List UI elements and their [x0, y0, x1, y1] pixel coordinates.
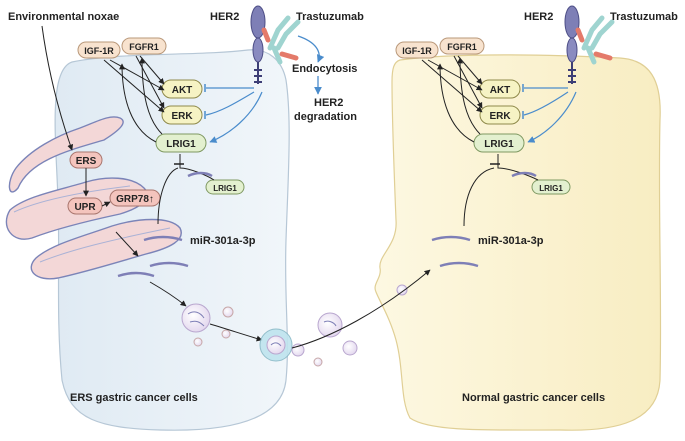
upr-pill: UPR	[67, 197, 103, 215]
fusing-exosome	[259, 328, 293, 362]
endocytosis-arrow	[297, 35, 325, 63]
mirna-inhibits-lrig1-right	[463, 167, 495, 227]
lrig1-pill-right: LRIG1	[473, 133, 525, 153]
igf1r-pill-right: IGF-1R	[395, 41, 439, 59]
mrna-strand-right	[511, 171, 537, 178]
lrig1-translation-line-left	[179, 154, 215, 181]
exosome-small	[193, 337, 203, 347]
svg-text:ERK: ERK	[171, 111, 193, 122]
vesicle-to-membrane-arrow	[209, 323, 263, 342]
mirna-label-left: miR-301a-3p	[190, 235, 256, 247]
fgfr1-pill-left: FGFR1	[121, 37, 167, 55]
svg-text:ERS: ERS	[76, 156, 97, 167]
uptake-arrow	[291, 269, 431, 349]
svg-text:AKT: AKT	[172, 85, 193, 96]
lrig1-pill-left: LRIG1	[155, 133, 207, 153]
svg-text:FGFR1: FGFR1	[129, 42, 159, 52]
noxae-arrow	[41, 25, 74, 151]
svg-text:LRIG1: LRIG1	[213, 184, 237, 193]
igf1r-to-akt-arrow-right	[427, 59, 483, 91]
svg-text:IGF-1R: IGF-1R	[84, 46, 114, 56]
right-cell-body	[374, 54, 662, 431]
mirna-to-vesicle-arrow	[149, 281, 187, 307]
svg-text:LRIG1: LRIG1	[484, 139, 514, 150]
trastuzumab-label-right: Trastuzumab	[610, 11, 678, 23]
er-inner-line	[13, 185, 131, 213]
her2-degradation-label-2: degradation	[294, 111, 357, 123]
upr-to-grp78-arrow	[101, 201, 111, 208]
igf1r-to-erk-arrow	[103, 59, 165, 113]
lrig1-small-left: LRIG1	[205, 179, 245, 195]
her2-label-right: HER2	[524, 11, 553, 23]
lrig1-translation-line-right	[497, 154, 539, 181]
svg-text:UPR: UPR	[74, 202, 96, 213]
mirna-inhibits-lrig1-left	[157, 167, 179, 225]
erk-pill-left: ERK	[161, 105, 203, 125]
svg-text:FGFR1: FGFR1	[447, 42, 477, 52]
svg-text:ERK: ERK	[489, 111, 511, 122]
caption-right: Normal gastric cancer cells	[462, 392, 605, 404]
svg-text:IGF-1R: IGF-1R	[402, 46, 432, 56]
svg-text:AKT: AKT	[490, 85, 511, 96]
akt-pill-left: AKT	[161, 79, 203, 99]
lrig1-to-fgfr1-arrow	[139, 57, 163, 135]
her2-degradation-label-1: HER2	[314, 97, 343, 109]
lrig1-to-igf1r-arrow-right	[437, 63, 475, 143]
er-to-mirna-arrow	[115, 231, 139, 257]
grp78-pill: GRP78↑	[109, 189, 161, 207]
her2-label-left: HER2	[210, 11, 239, 23]
her2-to-lrig1-right	[527, 91, 577, 143]
trastuzumab-antibody-left	[261, 15, 301, 65]
ers-pill: ERS	[69, 151, 103, 169]
exosome-small	[221, 329, 231, 339]
her2-inhibits-erk-left	[205, 91, 255, 116]
igf1r-to-erk-arrow-right	[421, 59, 483, 113]
svg-text:LRIG1: LRIG1	[166, 139, 196, 150]
er-inner-line	[39, 227, 171, 263]
erk-pill-right: ERK	[479, 105, 521, 125]
lrig1-small-right: LRIG1	[531, 179, 571, 195]
caption-left: ERS gastric cancer cells	[70, 392, 198, 404]
environmental-noxae-label: Environmental noxae	[8, 11, 119, 23]
endocytosis-label: Endocytosis	[292, 63, 357, 75]
trastuzumab-antibody-right	[575, 15, 615, 65]
mirna-label-right: miR-301a-3p	[478, 235, 544, 247]
her2-inhibits-erk-right	[523, 91, 569, 116]
fgfr1-pill-right: FGFR1	[439, 37, 485, 55]
igf1r-to-akt-arrow	[109, 59, 165, 91]
svg-text:GRP78↑: GRP78↑	[116, 194, 154, 205]
exosome-small	[222, 306, 234, 318]
mirna-strands-left	[117, 235, 189, 278]
mirna-strands-right	[431, 235, 479, 268]
akt-pill-right: AKT	[479, 79, 521, 99]
lrig1-to-igf1r-arrow	[119, 63, 157, 143]
mrna-strand-left	[187, 171, 213, 178]
her2-to-lrig1-left	[209, 91, 263, 143]
igf1r-pill-left: IGF-1R	[77, 41, 121, 59]
exosome-large-left	[181, 303, 211, 333]
trastuzumab-label-left: Trastuzumab	[296, 11, 364, 23]
lrig1-to-fgfr1-arrow-right	[457, 57, 481, 135]
svg-text:LRIG1: LRIG1	[539, 184, 563, 193]
